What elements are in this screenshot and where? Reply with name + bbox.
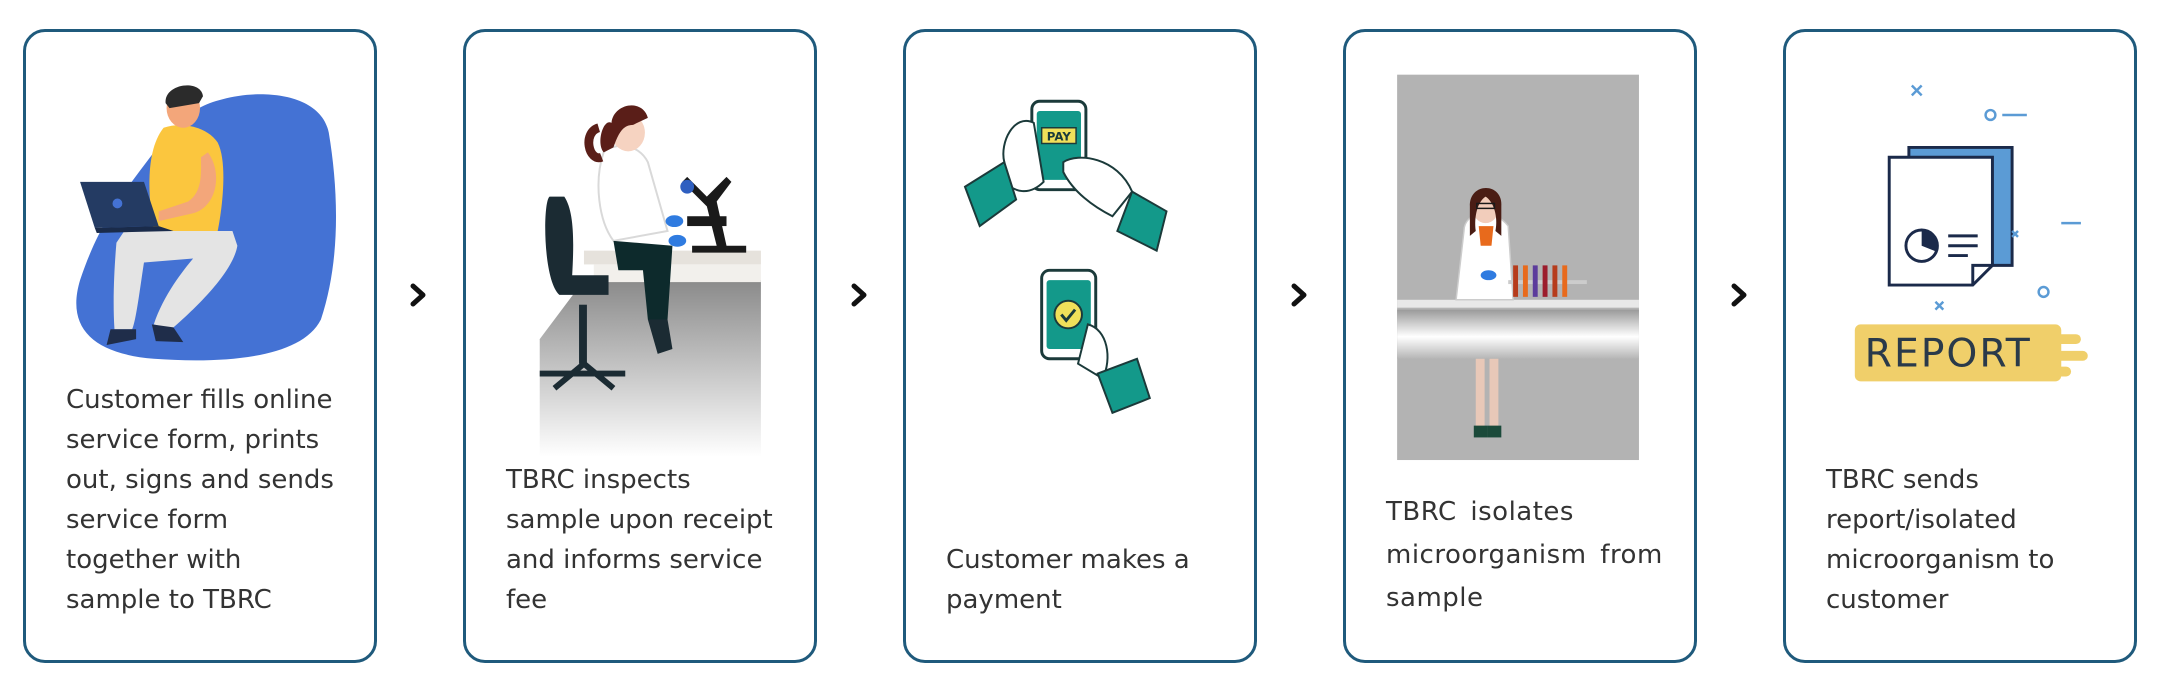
chevron-right-icon [851, 283, 867, 307]
scientist-microscope-icon [539, 105, 761, 458]
chevron-right-icon [1291, 283, 1307, 307]
step-card-payment: PAY Customer makes a payment [903, 29, 1257, 663]
lab-scientist-icon [1397, 74, 1639, 461]
step-card-fill-form: Customer fills online service form, prin… [23, 29, 377, 663]
step-text: TBRC sends report/isolated microorganism… [1826, 465, 2055, 615]
chevron-right-icon [410, 283, 426, 307]
person-with-laptop-icon [76, 85, 337, 361]
step-card-isolate: TBRC isolates microorganism from sample [1343, 29, 1697, 663]
report-document-icon: REPORT [1854, 84, 2088, 382]
step-text: Customer fills online service form, prin… [66, 385, 334, 615]
step-text: TBRC isolates microorganism from sample [1386, 497, 1663, 613]
step-card-inspect: TBRC inspects sample upon receipt and in… [463, 29, 817, 663]
pay-label: PAY [1047, 130, 1072, 144]
mobile-payment-icon: PAY [963, 99, 1168, 415]
step-text: Customer makes a payment [946, 545, 1190, 615]
chevron-right-icon [1731, 283, 1747, 307]
step-text: TBRC inspects sample upon receipt and in… [506, 465, 773, 615]
report-label: REPORT [1865, 332, 2032, 377]
step-card-report: REPORT TBRC sends report/isolated microo… [1783, 29, 2137, 663]
